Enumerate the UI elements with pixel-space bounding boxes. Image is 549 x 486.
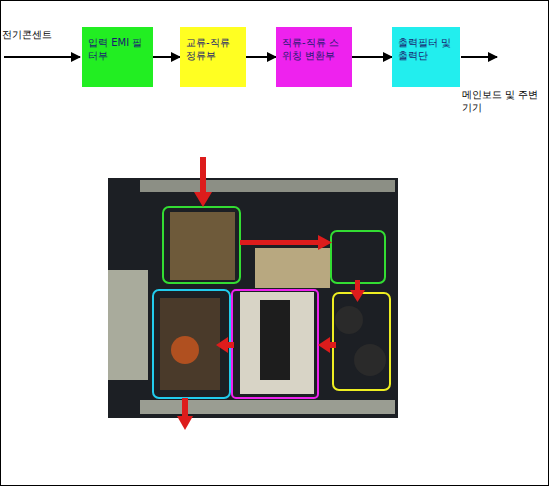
region-outline	[333, 293, 390, 390]
metal-plate	[140, 180, 395, 192]
flow-arrow	[352, 57, 392, 58]
process-box: 교류-직류 정류부	[180, 27, 246, 87]
box-text: 출력필터 및 출력단	[398, 36, 456, 62]
process-box: 출력필터 및 출력단	[392, 27, 460, 87]
pcb-area	[170, 212, 235, 280]
region-outline	[153, 290, 230, 398]
arrow-line	[352, 56, 392, 58]
toroid	[171, 336, 199, 364]
region-outline	[232, 290, 318, 398]
region-outline	[331, 231, 385, 283]
output-components	[160, 298, 220, 390]
flow-label: 메인보드 및 주변기기	[462, 88, 542, 114]
photo-background	[108, 178, 398, 418]
flow-arrow	[153, 57, 180, 58]
output-arrow	[461, 56, 497, 58]
box-text: 교류-직류 정류부	[186, 36, 242, 62]
arrow-line	[246, 56, 276, 58]
box-text: 입력 EMI 필터부	[88, 36, 149, 62]
flow-label: 전기콘센트	[2, 28, 82, 41]
metal-plate	[140, 400, 395, 414]
box-text: 직류-직류 스위칭 변환부	[282, 36, 348, 62]
process-box: 입력 EMI 필터부	[82, 27, 153, 87]
region-outline	[163, 207, 240, 283]
input-arrow	[4, 56, 80, 58]
flow-arrow	[246, 57, 276, 58]
pcb-area	[255, 248, 330, 288]
heatsink	[260, 300, 290, 380]
transformer	[240, 292, 314, 394]
capacitor	[354, 344, 386, 376]
arrow-line	[153, 56, 180, 58]
process-box: 직류-직류 스위칭 변환부	[276, 27, 352, 87]
flow-arrows	[177, 157, 365, 430]
metal-plate	[108, 270, 148, 380]
capacitor	[335, 306, 363, 334]
